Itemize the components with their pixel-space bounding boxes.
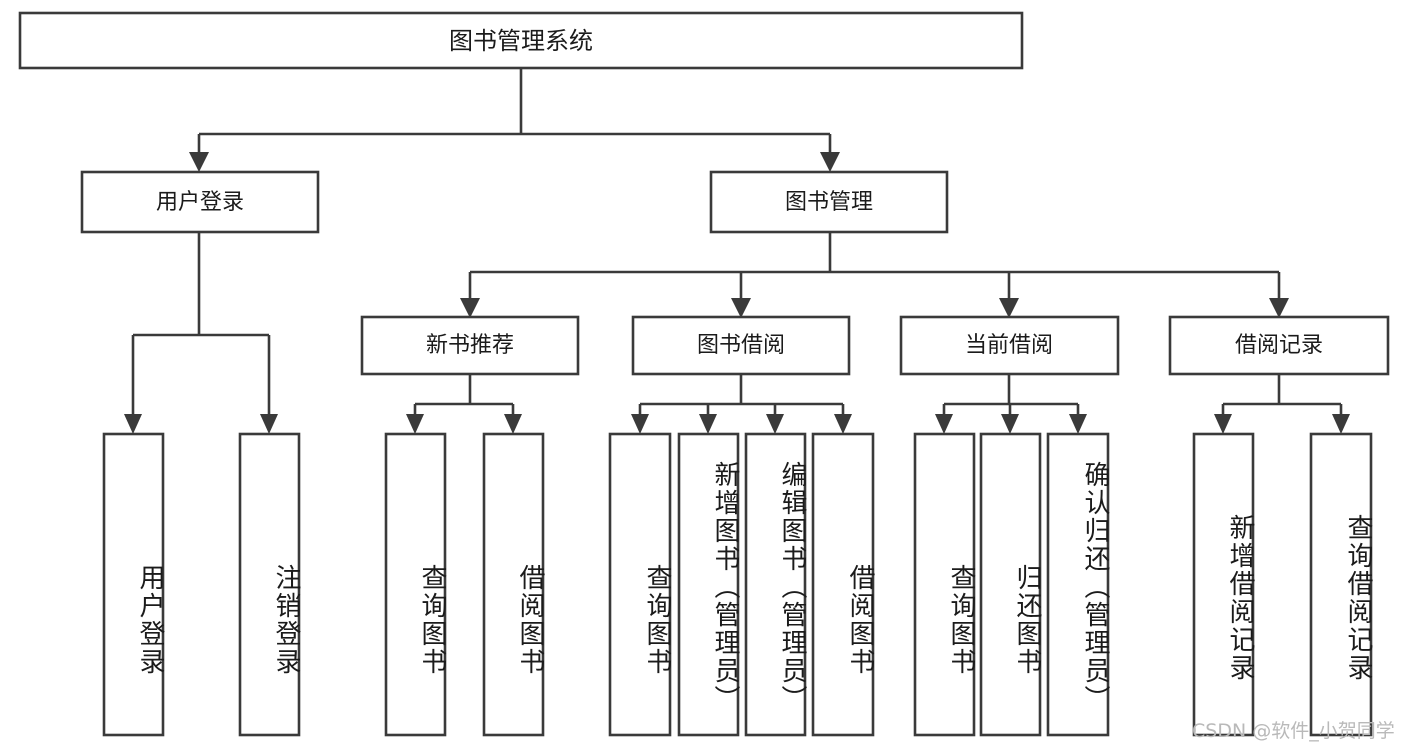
node-current-borrow[interactable] [899,315,1120,376]
leaf-box-current-borrow-1[interactable] [979,432,1042,737]
node-book-management-label: 图书管理 [785,190,873,215]
leaf-box-book-borrow-0[interactable] [608,432,672,737]
node-borrow-record[interactable] [1168,315,1390,376]
node-user-login-label: 用户登录 [156,190,244,215]
leaf-box-current-borrow-0[interactable] [913,432,976,737]
node-book-borrow-label: 图书借阅 [697,333,785,358]
leaf-box-new-book-0[interactable] [384,432,447,737]
node-root-system[interactable] [18,11,1024,70]
arrow-head-leaf-new-book-1 [504,414,522,434]
arrow-head-user-login [189,152,209,172]
node-new-book-recommend[interactable] [360,315,580,376]
arrow-head-leaf-book-borrow-2 [766,414,784,434]
arrow-head-book-mgmt [820,152,840,172]
leaf-box-current-borrow-2[interactable] [1046,432,1110,737]
arrow-head-new-book-recommend [460,298,480,318]
node-borrow-record-label: 借阅记录 [1235,333,1323,358]
arrow-head-leaf-current-borrow-0 [935,414,953,434]
arrow-head-leaf-book-borrow-1 [699,414,717,434]
node-new-book-recommend-label: 新书推荐 [426,333,514,358]
arrow-head-leaf-borrow-record-0 [1214,414,1232,434]
leaf-box-user-login-0[interactable] [102,432,165,737]
leaf-box-user-login-1[interactable] [238,432,301,737]
leaf-box-book-borrow-1[interactable] [677,432,740,737]
arrow-head-leaf-user-login-1 [260,414,278,434]
csdn-watermark: CSDN @软件_小贺同学 [1192,720,1395,742]
node-root-system-label: 图书管理系统 [449,27,593,55]
node-current-borrow-label: 当前借阅 [965,333,1053,358]
arrow-head-leaf-book-borrow-3 [834,414,852,434]
arrow-head-leaf-current-borrow-1 [1001,414,1019,434]
arrow-head-leaf-borrow-record-1 [1332,414,1350,434]
node-book-management[interactable] [709,170,949,234]
arrow-head-current-borrow [999,298,1019,318]
node-book-borrow[interactable] [631,315,851,376]
leaf-box-new-book-1[interactable] [482,432,545,737]
arrow-head-book-borrow [731,298,751,318]
leaf-box-book-borrow-3[interactable] [811,432,875,737]
arrow-head-borrow-record [1269,298,1289,318]
arrow-head-leaf-new-book-0 [406,414,424,434]
connector-layer [124,68,1350,434]
arrow-head-leaf-book-borrow-0 [631,414,649,434]
arrow-head-leaf-user-login-0 [124,414,142,434]
node-layer: 图书管理系统 用户登录 图书管理 新书推荐 图书借阅 当前借阅 借阅记录 [18,11,1390,737]
leaf-box-borrow-record-0[interactable] [1192,432,1255,737]
leaf-box-borrow-record-1[interactable] [1309,432,1373,737]
leaf-box-book-borrow-2[interactable] [744,432,807,737]
node-user-login[interactable] [80,170,320,234]
arrow-head-leaf-current-borrow-2 [1069,414,1087,434]
